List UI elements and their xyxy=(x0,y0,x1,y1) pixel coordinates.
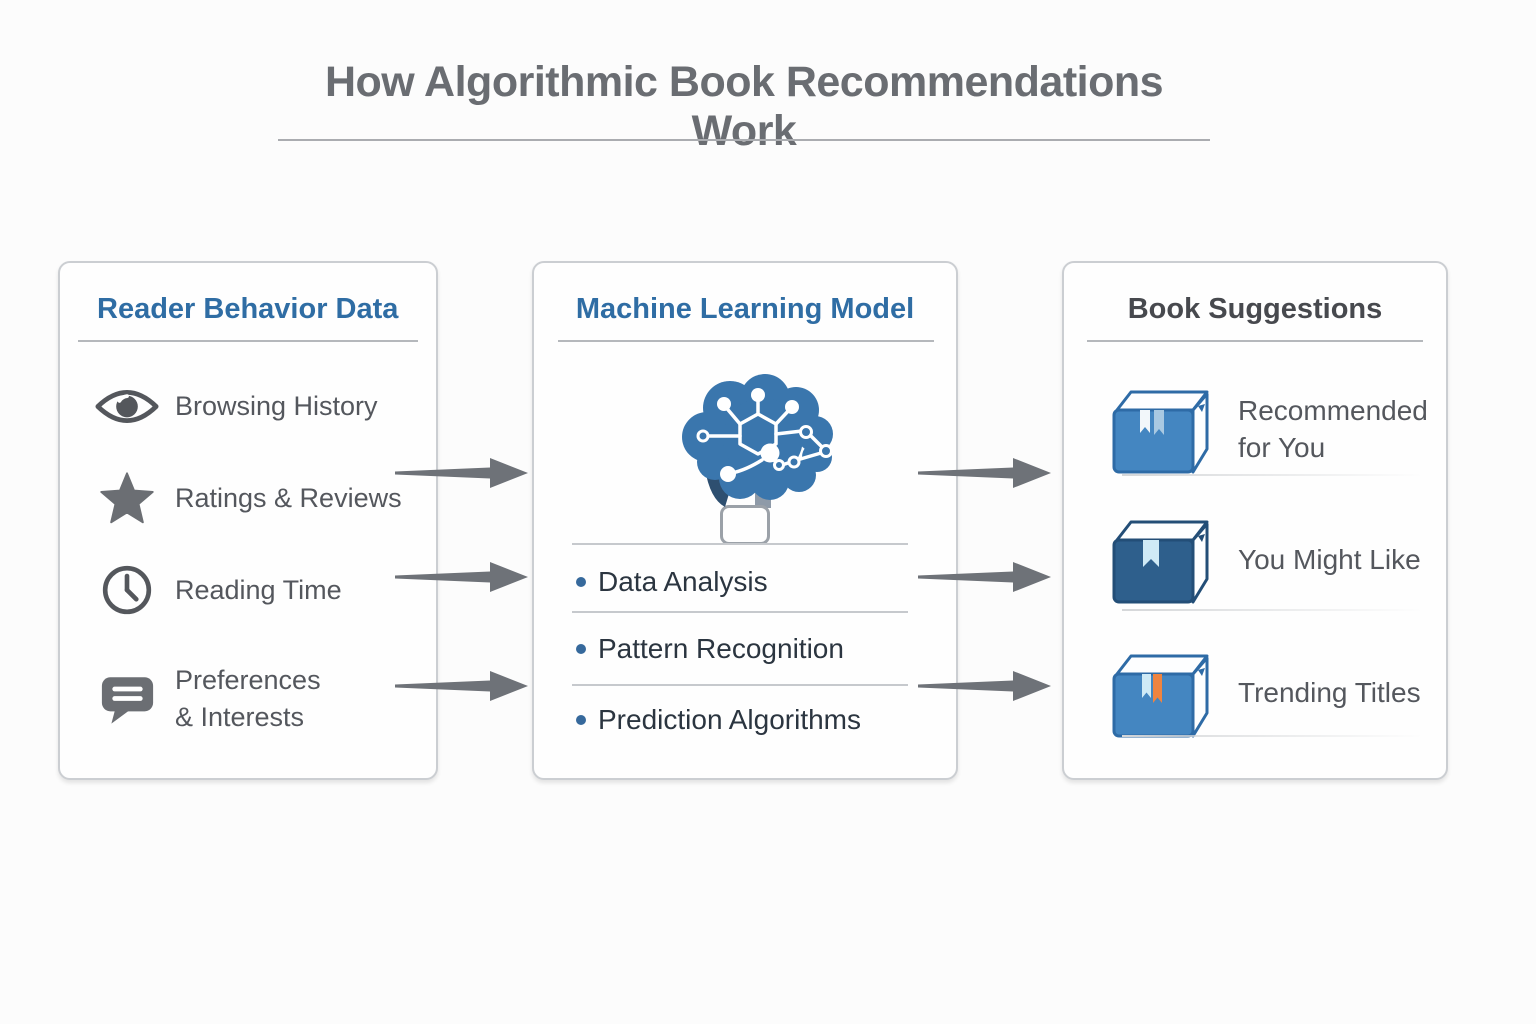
heading-underline xyxy=(558,340,934,342)
panel-reader-behavior: Reader Behavior Data Browsing History Ra… xyxy=(58,261,438,780)
list-item: Data Analysis xyxy=(576,563,916,601)
flow-arrow-input-2 xyxy=(395,562,528,592)
list-item: Pattern Recognition xyxy=(576,630,916,668)
brain-network-icon xyxy=(680,374,835,509)
list-item: Preferences & Interests xyxy=(93,659,321,739)
panel-book-suggestions: Book Suggestions Recommended for You xyxy=(1062,261,1448,780)
flow-arrow-input-1 xyxy=(395,458,528,488)
list-item: Ratings & Reviews xyxy=(93,468,402,528)
list-item-label: Ratings & Reviews xyxy=(175,482,402,513)
list-item-label: Browsing History xyxy=(175,390,378,421)
bullet-icon xyxy=(576,715,586,725)
page-title: How Algorithmic Book Recommendations Wor… xyxy=(324,58,1164,155)
book-bookmark-navy-icon xyxy=(1112,515,1216,612)
book-bookmarks-orange-icon xyxy=(1112,649,1216,746)
chip-icon xyxy=(720,505,770,545)
list-item: Prediction Algorithms xyxy=(576,701,916,739)
suggestion-label: Trending Titles xyxy=(1238,677,1421,708)
divider xyxy=(572,611,908,613)
eye-icon xyxy=(93,384,161,429)
flow-arrow-output-1 xyxy=(918,458,1051,488)
list-item-label: Pattern Recognition xyxy=(598,633,844,664)
star-icon xyxy=(93,471,161,526)
divider xyxy=(572,543,908,545)
bullet-icon xyxy=(576,644,586,654)
list-item-label: Prediction Algorithms xyxy=(598,704,862,735)
suggestion-label: You Might Like xyxy=(1238,544,1421,575)
header: How Algorithmic Book Recommendations Wor… xyxy=(278,58,1210,156)
speech-bubble-icon xyxy=(93,673,161,725)
list-item-label: Data Analysis xyxy=(598,566,768,597)
panel-title: Reader Behavior Data xyxy=(97,293,399,325)
flow-arrow-input-3 xyxy=(395,671,528,701)
panel-title: Book Suggestions xyxy=(1127,293,1383,325)
suggestion-label: Recommended for You xyxy=(1238,395,1428,463)
book-two-bookmarks-blue-icon xyxy=(1112,385,1216,482)
clock-icon xyxy=(93,564,161,616)
divider xyxy=(1122,474,1424,476)
bullet-icon xyxy=(576,577,586,587)
divider xyxy=(1122,609,1424,611)
divider xyxy=(1122,735,1424,737)
heading-underline xyxy=(78,340,418,342)
list-item-label: Reading Time xyxy=(175,574,342,605)
list-item: Reading Time xyxy=(93,560,342,620)
divider xyxy=(572,684,908,686)
panel-title: Machine Learning Model xyxy=(575,293,915,325)
heading-underline xyxy=(1087,340,1423,342)
panel-ml-model: Machine Learning Model xyxy=(532,261,958,780)
title-underline xyxy=(278,139,1210,141)
flow-arrow-output-3 xyxy=(918,671,1051,701)
list-item-label: Preferences & Interests xyxy=(175,665,321,732)
list-item: Browsing History xyxy=(93,376,378,436)
flow-arrow-output-2 xyxy=(918,562,1051,592)
